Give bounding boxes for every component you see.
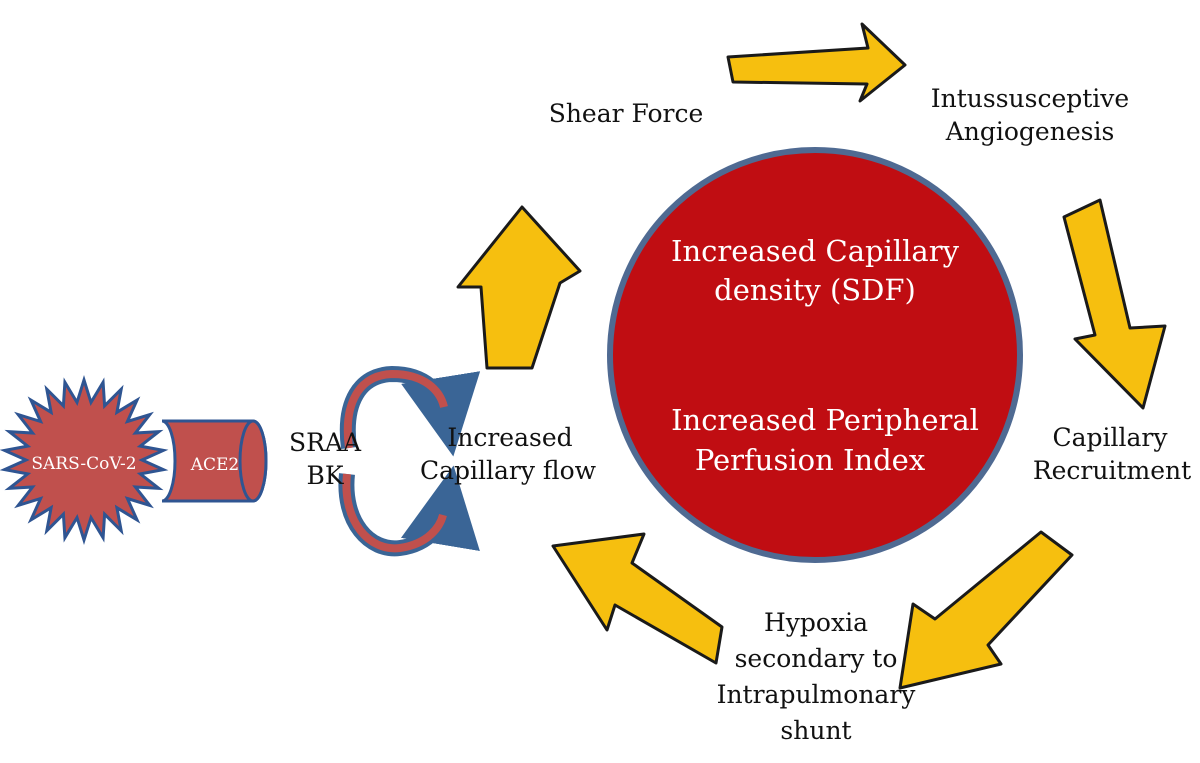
arrow-flow-to-shear [456, 205, 582, 370]
loop-arrow-upper-inner [343, 369, 448, 449]
ace2-label: ACE2 [190, 455, 240, 475]
arrow-hypoxia-to-flow [551, 532, 724, 665]
loop-arrow-lower-inner [342, 473, 447, 553]
perfusion-label-line2: Perfusion Index [695, 443, 925, 477]
central-circle [607, 147, 1023, 563]
ace2-receptor [161, 419, 268, 503]
virus-spiky-icon [0, 374, 169, 546]
density-label-line1: Increased Capillary [671, 234, 960, 268]
virus-label: SARS-CoV-2 [31, 454, 136, 474]
recruitment-label-line1: Capillary [1052, 423, 1168, 452]
flow-label-line1: Increased [447, 423, 572, 452]
shear-force-label: Shear Force [549, 99, 704, 128]
perfusion-label-line1: Increased Peripheral [671, 403, 979, 437]
hypoxia-label-line3: Intrapulmonary [717, 680, 917, 709]
arrow-shear-to-angiogenesis [726, 22, 907, 103]
recruitment-label-line2: Recruitment [1033, 456, 1191, 485]
arrow-angiogenesis-to-recruitment [1062, 198, 1167, 410]
angiogenesis-label-line1: Intussusceptive [931, 84, 1129, 113]
arrow-recruitment-to-hypoxia [898, 530, 1074, 690]
mediator-label-sraa: SRAA [289, 428, 362, 457]
hypoxia-label-line1: Hypoxia [764, 608, 868, 637]
density-label-line2: density (SDF) [714, 273, 916, 307]
angiogenesis-label-line2: Angiogenesis [945, 117, 1115, 146]
mediator-label-bk: BK [306, 461, 344, 490]
hypoxia-label-line2: secondary to [735, 644, 898, 673]
hypoxia-label-line4: shunt [780, 716, 851, 745]
flow-label-line2: Capillary flow [420, 456, 597, 485]
